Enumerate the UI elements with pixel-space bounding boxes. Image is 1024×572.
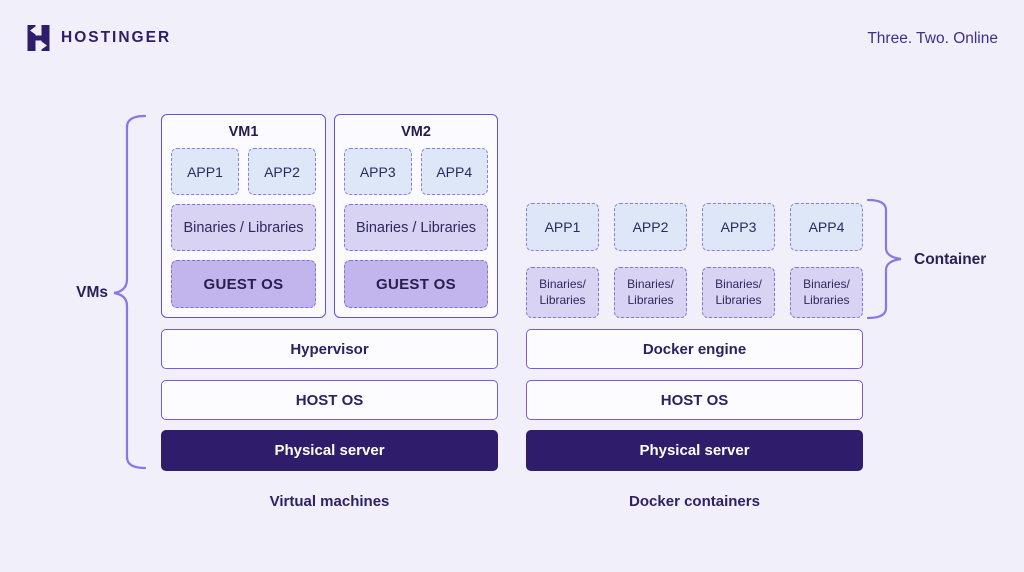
vm2-title: VM2 bbox=[401, 123, 431, 140]
tagline: Three. Two. Online bbox=[867, 30, 998, 47]
hypervisor-layer: Hypervisor bbox=[161, 329, 498, 369]
vm1-title: VM1 bbox=[228, 123, 259, 140]
container-binaries2-box: Binaries/ Libraries bbox=[614, 267, 687, 318]
docker-engine-layer: Docker engine bbox=[526, 329, 863, 369]
brand-name: HOSTINGER bbox=[61, 29, 172, 46]
docker-containers-caption: Docker containers bbox=[629, 493, 760, 510]
vm1-guest-os-box: GUEST OS bbox=[171, 260, 316, 308]
vm1-binaries-box: Binaries / Libraries bbox=[171, 204, 316, 251]
vm2-app4-box: APP4 bbox=[420, 148, 488, 195]
hostinger-logo-icon bbox=[27, 25, 50, 51]
vm-host-os-layer: HOST OS bbox=[161, 380, 498, 420]
container-brace bbox=[866, 198, 902, 320]
hostinger-logo: HOSTINGER bbox=[25, 24, 171, 52]
container-app1-box: APP1 bbox=[526, 203, 599, 251]
vm2-binaries-box: Binaries / Libraries bbox=[344, 204, 488, 251]
vm2-box: VM2 APP3 APP4 Binaries / Libraries GUEST… bbox=[334, 114, 498, 318]
vms-label: VMs bbox=[76, 284, 108, 301]
vm1-box: VM1 APP1 APP2 Binaries / Libraries GUEST… bbox=[161, 114, 326, 318]
vm1-app1-box: APP1 bbox=[171, 148, 239, 195]
vm2-app3-box: APP3 bbox=[344, 148, 412, 195]
vms-brace bbox=[113, 114, 147, 470]
docker-host-os-layer: HOST OS bbox=[526, 380, 863, 420]
vm2-guest-os-box: GUEST OS bbox=[344, 260, 488, 308]
container-app2-box: APP2 bbox=[614, 203, 687, 251]
container-app3-box: APP3 bbox=[702, 203, 775, 251]
vm1-app2-box: APP2 bbox=[248, 148, 316, 195]
container-binaries1-box: Binaries/ Libraries bbox=[526, 267, 599, 318]
vm-physical-server-layer: Physical server bbox=[161, 430, 498, 471]
virtual-machines-caption: Virtual machines bbox=[269, 493, 390, 510]
container-label: Container bbox=[914, 251, 987, 268]
docker-physical-server-layer: Physical server bbox=[526, 430, 863, 471]
container-binaries3-box: Binaries/ Libraries bbox=[702, 267, 775, 318]
container-binaries4-box: Binaries/ Libraries bbox=[790, 267, 863, 318]
container-app4-box: APP4 bbox=[790, 203, 863, 251]
